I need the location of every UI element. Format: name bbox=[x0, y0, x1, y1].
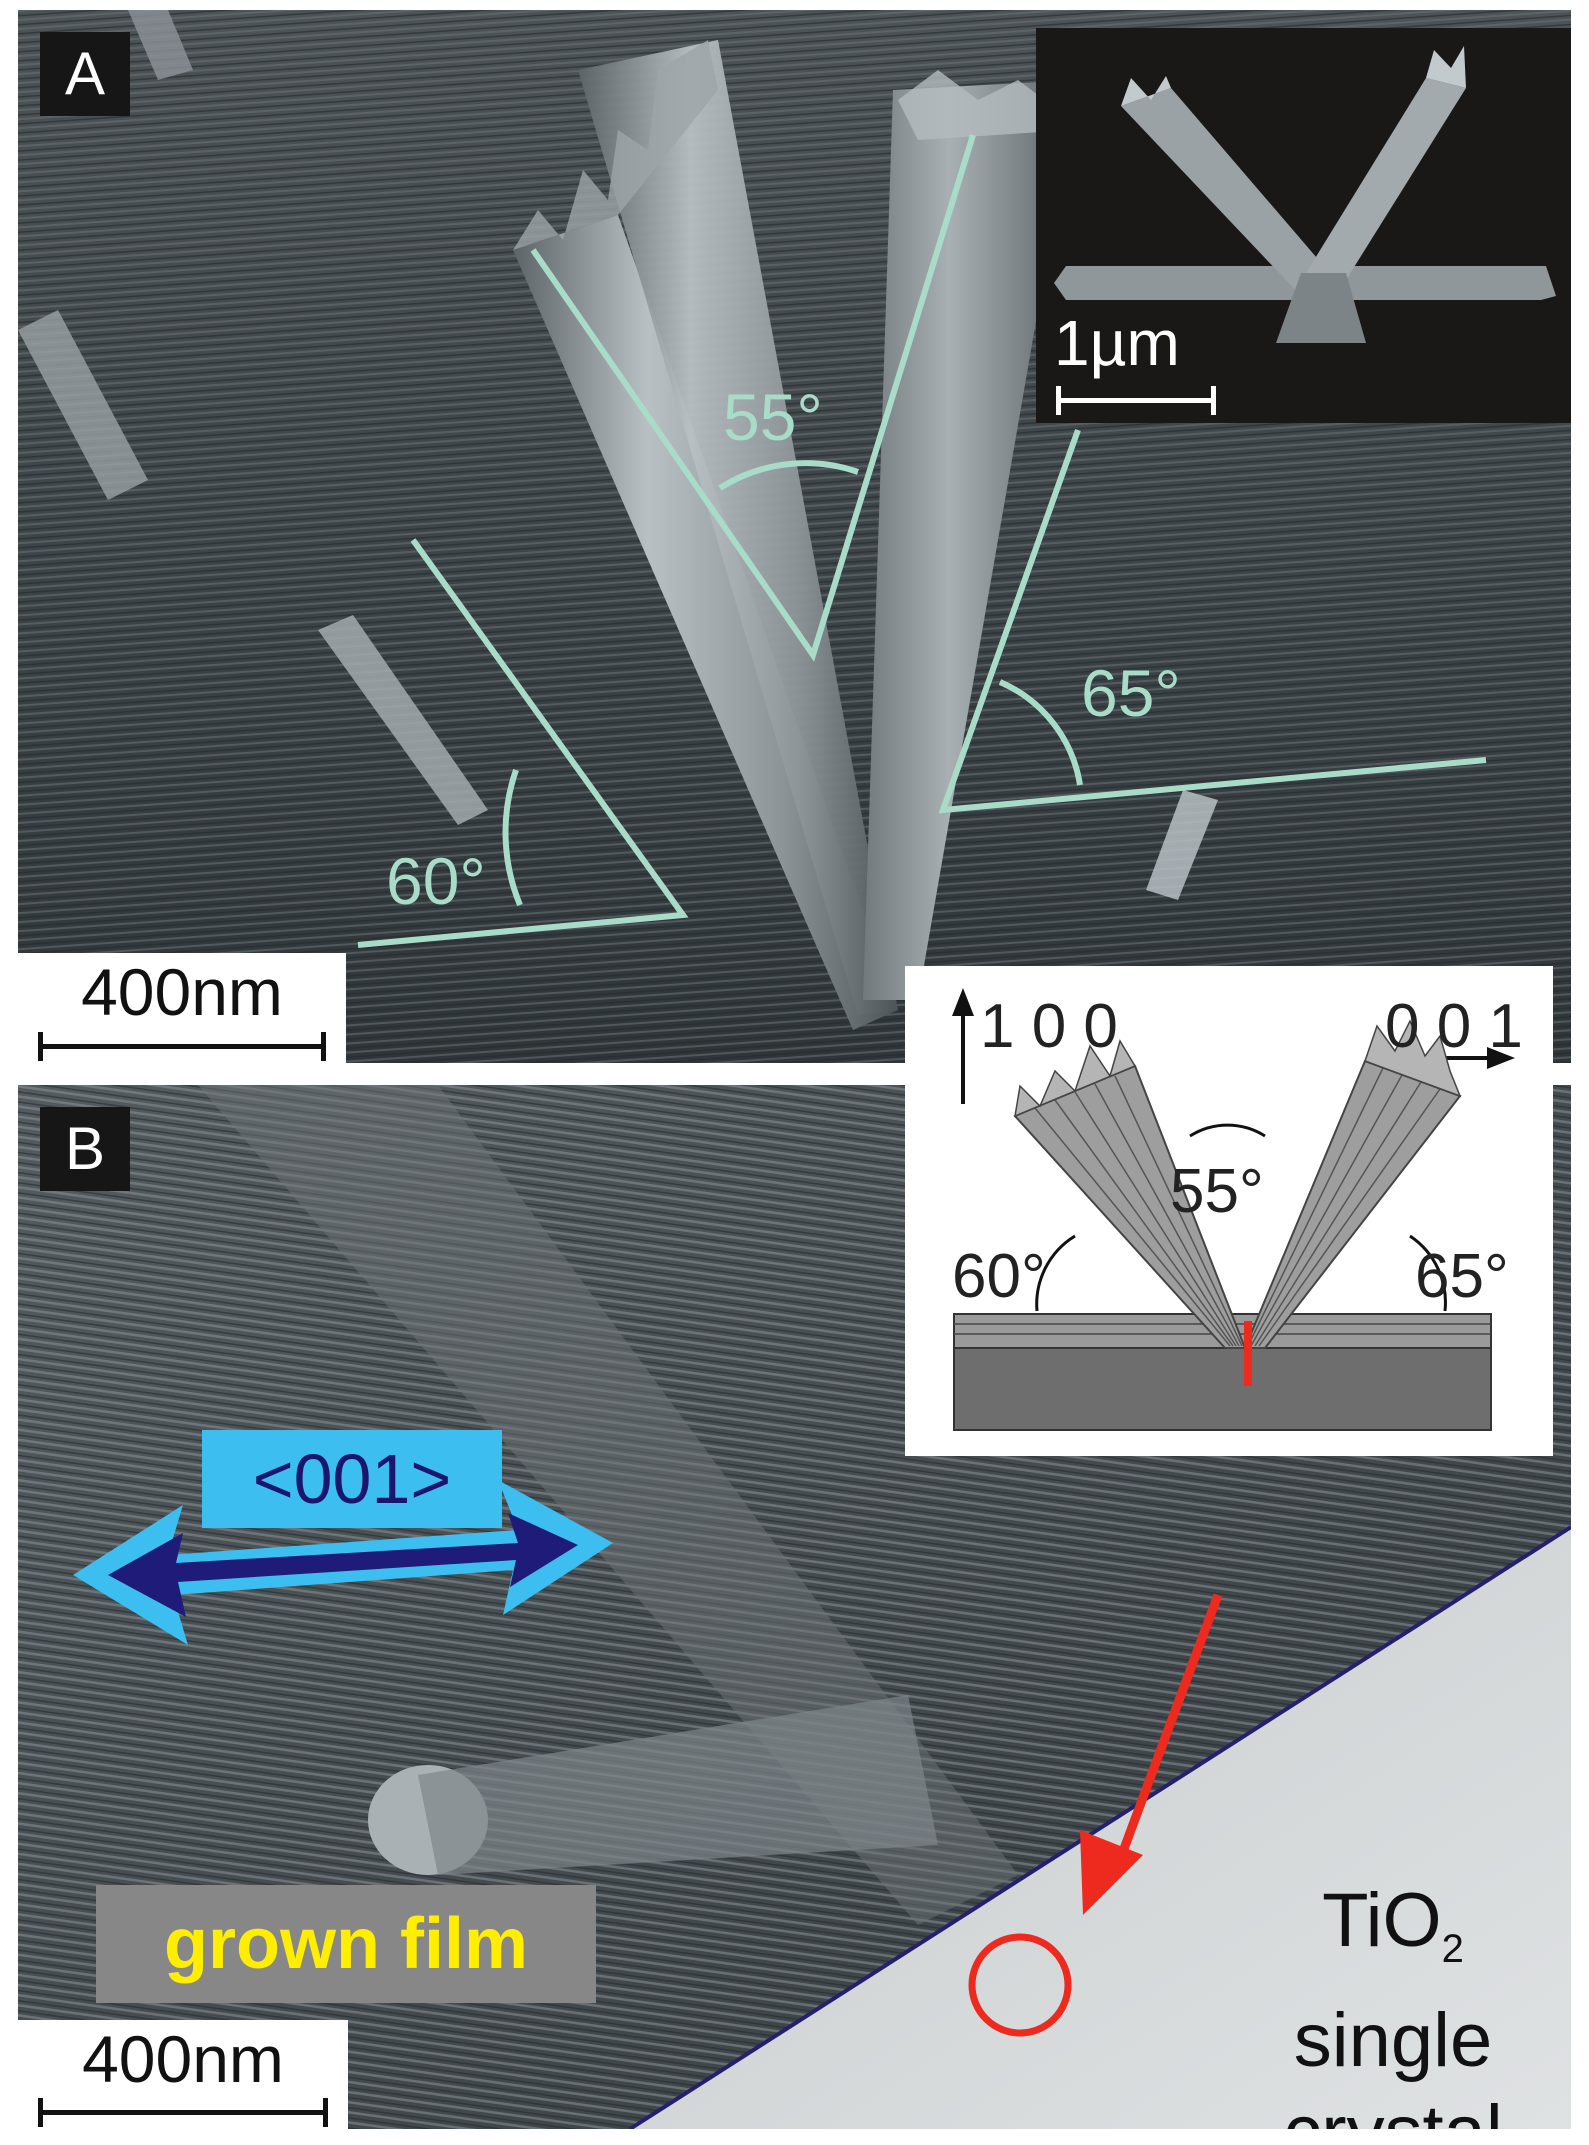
axis-label-100: 1 0 0 bbox=[980, 992, 1118, 1061]
substrate-label: TiO2 single crystal bbox=[1243, 1875, 1543, 2129]
scale-bar-line bbox=[38, 2098, 328, 2127]
angle-label-top: 55° bbox=[723, 380, 823, 454]
interface-circle-marker bbox=[968, 1933, 1072, 2037]
direction-double-arrow bbox=[73, 1480, 613, 1645]
scale-bar-label: 400nm bbox=[81, 955, 283, 1029]
schematic-angle-left: 60° bbox=[952, 1242, 1046, 1311]
schematic-angle-right: 65° bbox=[1415, 1242, 1509, 1311]
inset-star-crystal bbox=[1054, 46, 1556, 343]
substrate-formula: TiO2 bbox=[1322, 1878, 1464, 1972]
panel-label-a: A bbox=[40, 32, 130, 116]
sem-panel-a: A 55° 65° 60° 400nm 1µm bbox=[18, 10, 1571, 1063]
scale-bar-a: 400nm bbox=[18, 953, 346, 1063]
angle-label-right: 65° bbox=[1081, 656, 1181, 730]
substrate-line-3: crystal bbox=[1243, 2087, 1543, 2129]
red-pointer-arrow bbox=[1080, 1593, 1223, 1915]
scale-bar-b: 400nm bbox=[18, 2020, 348, 2129]
panel-label-b: B bbox=[40, 1107, 130, 1191]
axis-right-arrow-icon bbox=[1487, 1047, 1515, 1069]
scale-bar-line bbox=[38, 1032, 326, 1061]
inset-scale-line bbox=[1056, 386, 1216, 415]
inset-image: 1µm bbox=[1036, 28, 1571, 423]
scale-bar-label: 400nm bbox=[82, 2022, 284, 2096]
angle-label-left: 60° bbox=[386, 844, 486, 918]
angle-guides bbox=[357, 134, 1487, 948]
schematic-drawing bbox=[952, 988, 1515, 1431]
inset-scale-label: 1µm bbox=[1054, 307, 1180, 379]
axis-label-001: 0 0 1 bbox=[1385, 992, 1523, 1061]
schematic-angle-top: 55° bbox=[1170, 1157, 1264, 1226]
direction-label: <001> bbox=[202, 1430, 502, 1528]
axis-up-arrow-icon bbox=[952, 988, 974, 1016]
crystal-schematic: 1 0 0 0 0 1 55° 60° 65° bbox=[905, 966, 1553, 1456]
substrate-line-2: single bbox=[1293, 1998, 1493, 2084]
interface-line bbox=[628, 1525, 1571, 2129]
grown-film-label: grown film bbox=[96, 1885, 596, 2003]
